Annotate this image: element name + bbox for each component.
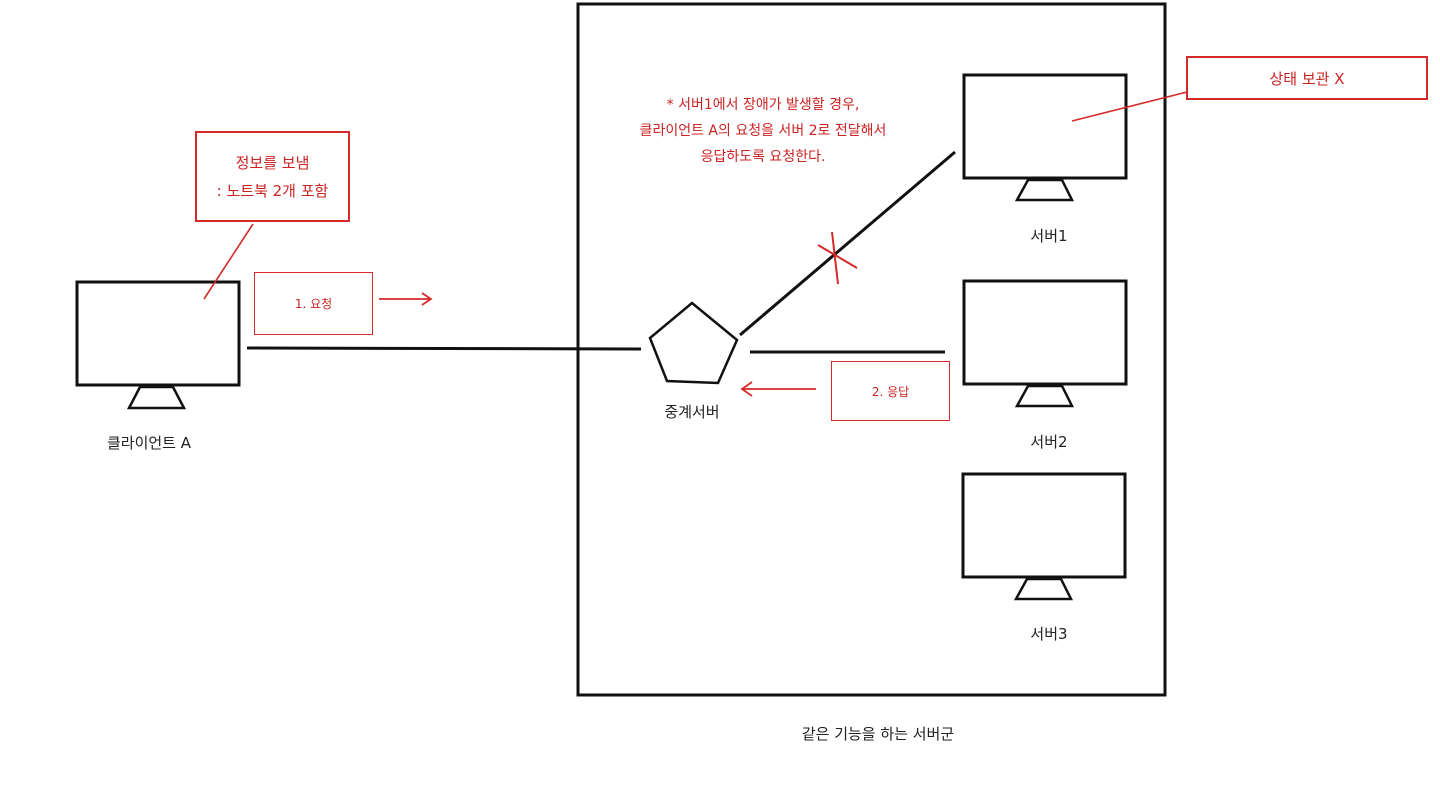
relay-pentagon-icon [648, 301, 739, 385]
server1-monitor-icon [962, 73, 1128, 202]
client-monitor-icon [75, 280, 241, 410]
state-note-box: 상태 보관 X [1186, 56, 1428, 100]
state-pointer-line [1071, 91, 1188, 122]
failure-note-line1: * 서버1에서 장애가 발생할 경우, [666, 97, 860, 113]
cross-mark-icon [817, 231, 858, 285]
client-relay-line [246, 346, 642, 351]
arrow-right-icon [379, 292, 433, 306]
info-pointer-line [203, 223, 254, 300]
cluster-label: 같은 기능을 하는 서버군 [801, 725, 955, 743]
client-label: 클라이언트 A [106, 434, 192, 452]
failure-note-line3: 응답하도록 요청한다. [700, 149, 826, 165]
arrow-left-icon [740, 381, 816, 397]
request-label: 1. 요청 [294, 297, 333, 311]
server3-monitor-icon [961, 472, 1127, 601]
failure-note-line2: 클라이언트 A의 요청을 서버 2로 전달해서 [639, 123, 887, 139]
failure-note: * 서버1에서 장애가 발생할 경우, 클라이언트 A의 요청을 서버 2로 전… [640, 92, 887, 170]
server3-label: 서버3 [1030, 625, 1068, 643]
info-note-line1: 정보를 보냄 [235, 153, 310, 172]
response-note-box: 2. 응답 [831, 361, 950, 421]
relay-label: 중계서버 [664, 403, 720, 421]
info-note-box: 정보를 보냄 : 노트북 2개 포함 [195, 131, 350, 222]
state-label: 상태 보관 X [1269, 69, 1345, 88]
request-note-box: 1. 요청 [254, 272, 373, 335]
server2-label: 서버2 [1030, 433, 1068, 451]
server2-monitor-icon [962, 279, 1128, 408]
response-label: 2. 응답 [871, 384, 910, 399]
info-note-line2: : 노트북 2개 포함 [216, 181, 329, 200]
relay-server1-line [739, 150, 956, 337]
server1-label: 서버1 [1030, 227, 1068, 245]
